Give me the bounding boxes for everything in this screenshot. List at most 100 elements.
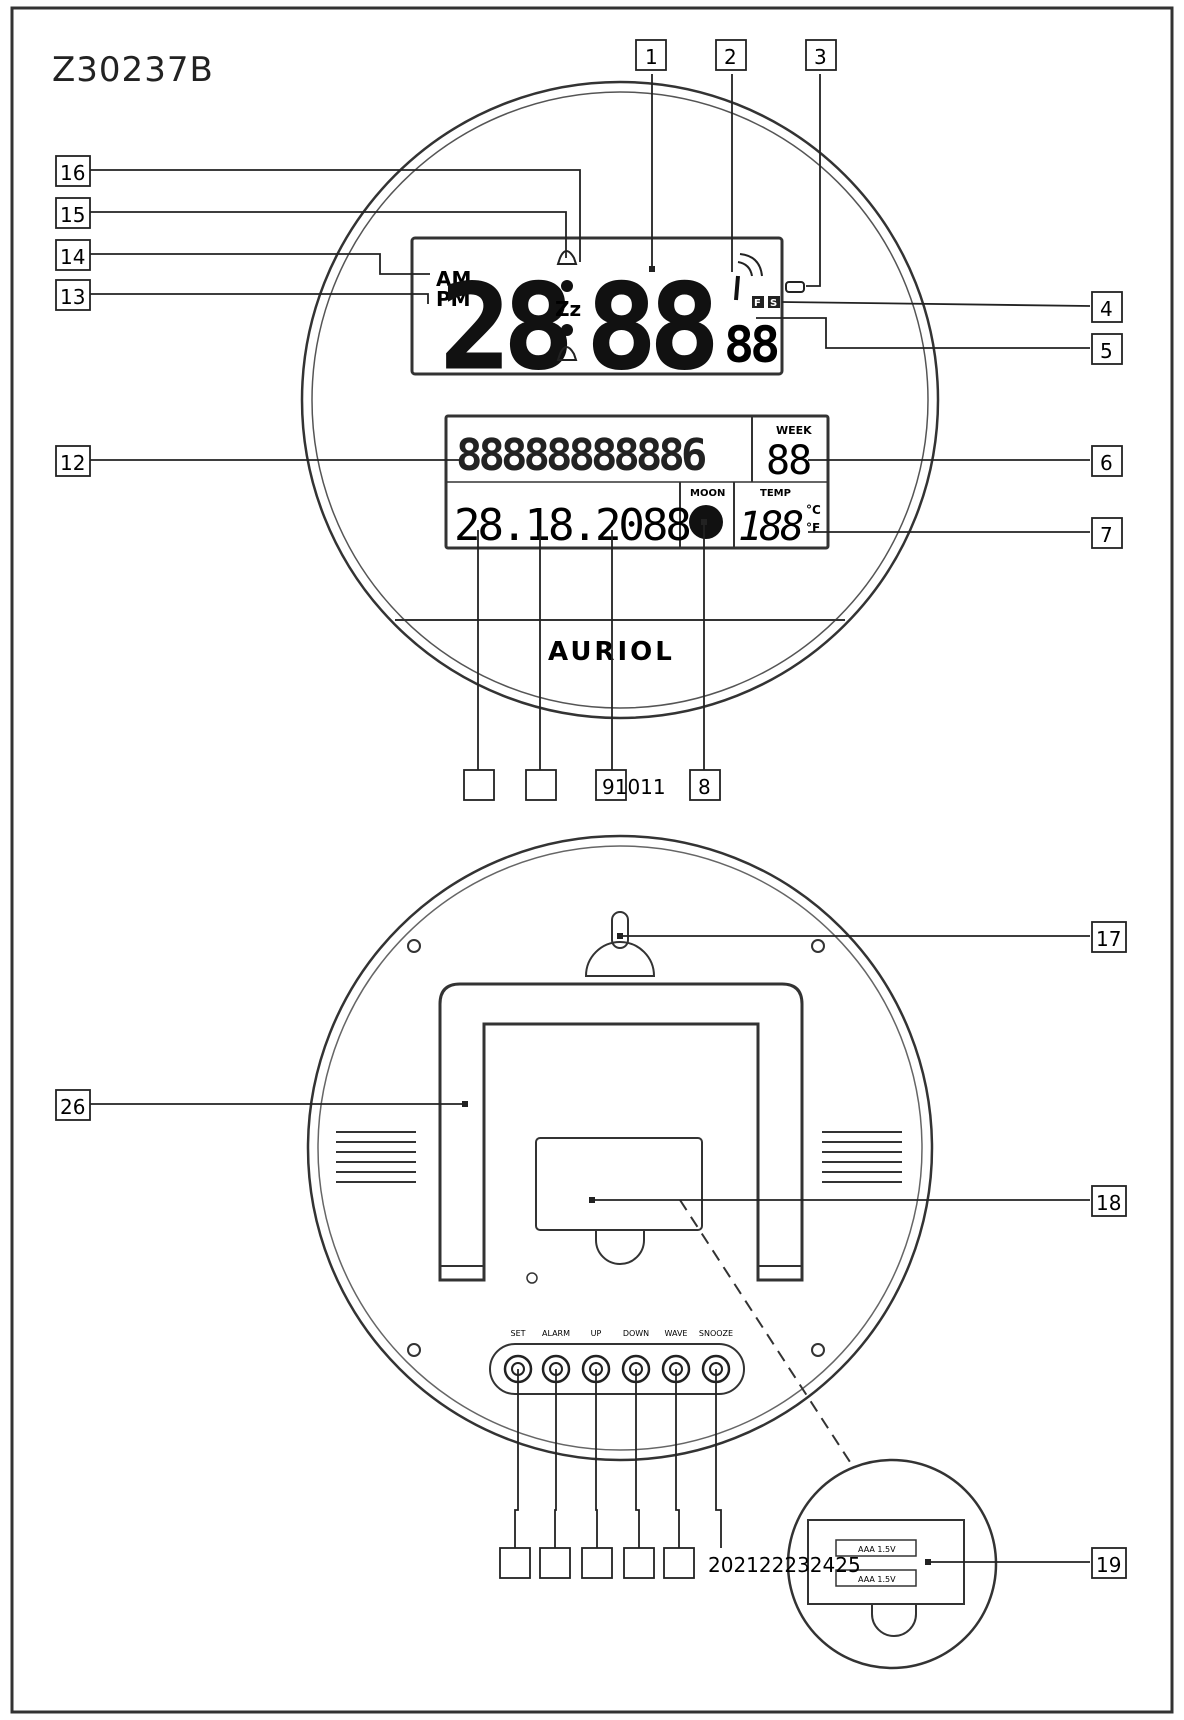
- button-label-snooze: SNOOZE: [699, 1329, 733, 1338]
- callout-1: 1: [635, 39, 667, 71]
- colon-dot-top: [561, 280, 573, 292]
- button-label-down: DOWN: [623, 1329, 649, 1338]
- svg-text:16: 16: [60, 161, 85, 185]
- svg-text:12: 12: [60, 451, 85, 475]
- callout-empty-box: [499, 1547, 531, 1579]
- battery-cell-1-label: AAA 1.5V: [858, 1545, 896, 1554]
- brand-logo: AURIOL: [548, 637, 675, 667]
- back-outer-ring: [306, 834, 934, 1462]
- week-value: 88: [766, 438, 810, 484]
- callout-19: 19: [1091, 1547, 1127, 1579]
- callout-12: 12: [55, 445, 91, 477]
- reset-hole: [526, 1272, 538, 1284]
- callout-14: 14: [55, 239, 91, 271]
- button-leader-line: [715, 1369, 722, 1548]
- date-value: 28.18.2088: [454, 500, 689, 551]
- callout-empty-box: [525, 769, 557, 801]
- svg-text:7: 7: [1100, 523, 1113, 547]
- temp-unit-f: °F: [806, 521, 820, 535]
- front-outer-ring: [300, 80, 940, 720]
- leader-lines: [90, 74, 1091, 1563]
- radio-signal-icon: [734, 253, 763, 301]
- callout-empty-box: [663, 1547, 695, 1579]
- screw-hole: [811, 1343, 825, 1357]
- button-leader-line: [675, 1369, 680, 1548]
- svg-text:26: 26: [60, 1095, 85, 1119]
- temp-value: 188: [738, 504, 802, 550]
- svg-text:17: 17: [1096, 927, 1121, 951]
- callout-4: 4: [1091, 291, 1123, 323]
- temp-unit-c: °C: [806, 503, 821, 517]
- button-leader-line: [554, 1369, 557, 1548]
- pm-indicator: PM: [436, 287, 471, 311]
- button-label-set: SET: [510, 1329, 525, 1338]
- main-time-digits-minute: 88: [586, 258, 713, 396]
- callout-empty-box: [539, 1547, 571, 1579]
- callout-15: 15: [55, 197, 91, 229]
- svg-text:19: 19: [1096, 1553, 1121, 1577]
- button-label-up: UP: [591, 1329, 602, 1338]
- dcf-f-label: F: [754, 298, 761, 309]
- back-inner-ring: [317, 845, 923, 1451]
- snooze-zz-icon: Zz: [555, 297, 581, 321]
- screw-hole: [407, 939, 421, 953]
- button-leader-line: [595, 1369, 598, 1548]
- screw-hole: [407, 1343, 421, 1357]
- week-label: WEEK: [776, 424, 812, 437]
- svg-text:18: 18: [1096, 1191, 1121, 1215]
- colon-dot-bottom: [561, 324, 573, 336]
- svg-text:14: 14: [60, 245, 85, 269]
- svg-text:8: 8: [698, 775, 711, 799]
- model-code: Z30237B: [52, 50, 214, 90]
- dcf-f-box: [752, 296, 764, 308]
- battery-cell-2: [835, 1569, 917, 1587]
- alarm-bell-icon-1: [556, 250, 578, 265]
- dcf-s-label: S: [770, 298, 777, 309]
- svg-text:5: 5: [1100, 339, 1113, 363]
- stand-frame: [438, 982, 804, 1282]
- battery-detail-circle: [786, 1458, 998, 1670]
- callout-empty-box: [595, 769, 627, 801]
- screw-hole: [811, 939, 825, 953]
- button-leader-line: [635, 1369, 640, 1548]
- detail-leader-dashed: [679, 1199, 851, 1463]
- front-inner-ring: [311, 91, 929, 709]
- callout-empty-box: [581, 1547, 613, 1579]
- alarm-bell-icon-2: [556, 346, 578, 361]
- am-indicator: AM: [436, 267, 471, 291]
- button-strip: [489, 1343, 745, 1395]
- battery-cell-1: [835, 1539, 917, 1557]
- vent-left: [336, 1131, 416, 1183]
- hanging-slot: [611, 911, 629, 949]
- battery-cover: [535, 1137, 703, 1231]
- moon-label: MOON: [690, 488, 725, 499]
- callout-empty-box: [623, 1547, 655, 1579]
- callout-2: 2: [715, 39, 747, 71]
- callout-3: 3: [805, 39, 837, 71]
- stand-foot-right: [757, 1265, 803, 1281]
- callout-7: 7: [1091, 517, 1123, 549]
- svg-text:1: 1: [645, 45, 658, 69]
- temp-label: TEMP: [760, 488, 791, 499]
- svg-text:13: 13: [60, 285, 85, 309]
- battery-icon: [785, 281, 805, 293]
- battery-cover-tab: [595, 1230, 645, 1265]
- seconds-digits: 88: [724, 316, 777, 374]
- svg-text:6: 6: [1100, 451, 1113, 475]
- callout-6: 6: [1091, 445, 1123, 477]
- battery-cell-2-label: AAA 1.5V: [858, 1575, 896, 1584]
- callout-row-9-10-11: 91011: [602, 775, 666, 799]
- battery-detail-tab: [871, 1604, 917, 1637]
- callout-18: 18: [1091, 1185, 1127, 1217]
- button-label-wave: WAVE: [665, 1329, 688, 1338]
- svg-text:3: 3: [814, 45, 827, 69]
- svg-text:15: 15: [60, 203, 85, 227]
- callout-16: 16: [55, 155, 91, 187]
- text-row-segments: 88888888886: [456, 430, 706, 481]
- front-view: AM PM 28 88 Zz F S 88 88888888886 WEEK: [300, 80, 940, 720]
- callout-26: 26: [55, 1089, 91, 1121]
- callout-13: 13: [55, 279, 91, 311]
- callout-boxes: 1 2 3 4 5 6 7 8 12 13 14 15 16 17 18 19 …: [55, 39, 1127, 1579]
